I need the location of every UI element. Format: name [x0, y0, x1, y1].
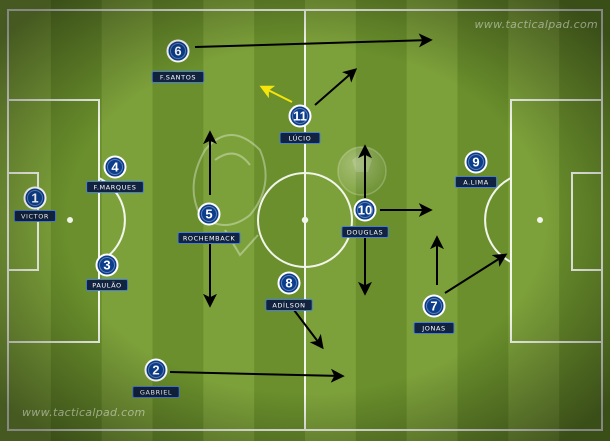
player-name-label: ROCHEMBACK	[183, 235, 236, 243]
player-name-label: PAULÃO	[92, 281, 122, 290]
grass-stripe	[50, 0, 103, 441]
player-number: 9	[472, 155, 479, 170]
player-number: 6	[174, 44, 181, 59]
player-name-label: F.SANTOS	[160, 74, 196, 82]
watermark-bottom: www.tacticalpad.com	[22, 406, 146, 419]
player-name-label: LÚCIO	[289, 134, 312, 143]
player-name-label: A.LIMA	[463, 179, 489, 187]
player-number: 3	[103, 258, 110, 273]
grass-stripe	[457, 0, 509, 441]
decorative-ball-icon	[337, 146, 387, 196]
center-spot	[301, 216, 309, 224]
player-number: 1	[31, 191, 38, 206]
player-name-label: ADÍLSON	[272, 301, 305, 310]
grass-stripe	[406, 0, 458, 441]
right-penalty-spot	[537, 217, 543, 223]
player-name-label: GABRIEL	[140, 389, 172, 397]
player-number: 5	[205, 207, 212, 222]
player-name-label: JONAS	[421, 325, 445, 333]
player-number: 2	[152, 363, 159, 378]
player-name-label: DOUGLAS	[347, 229, 383, 237]
left-penalty-spot	[67, 217, 73, 223]
player-number: 4	[111, 160, 119, 175]
player-name-label: VICTOR	[21, 213, 49, 221]
player-number: 8	[285, 276, 292, 291]
grass-stripe	[101, 0, 153, 441]
player-number: 7	[430, 299, 437, 314]
grass-stripe	[508, 0, 560, 441]
player-number: 10	[358, 203, 372, 218]
player-name-label: F.MARQUES	[94, 184, 137, 192]
watermark-top: www.tacticalpad.com	[474, 18, 598, 31]
player-number: 11	[293, 109, 307, 124]
